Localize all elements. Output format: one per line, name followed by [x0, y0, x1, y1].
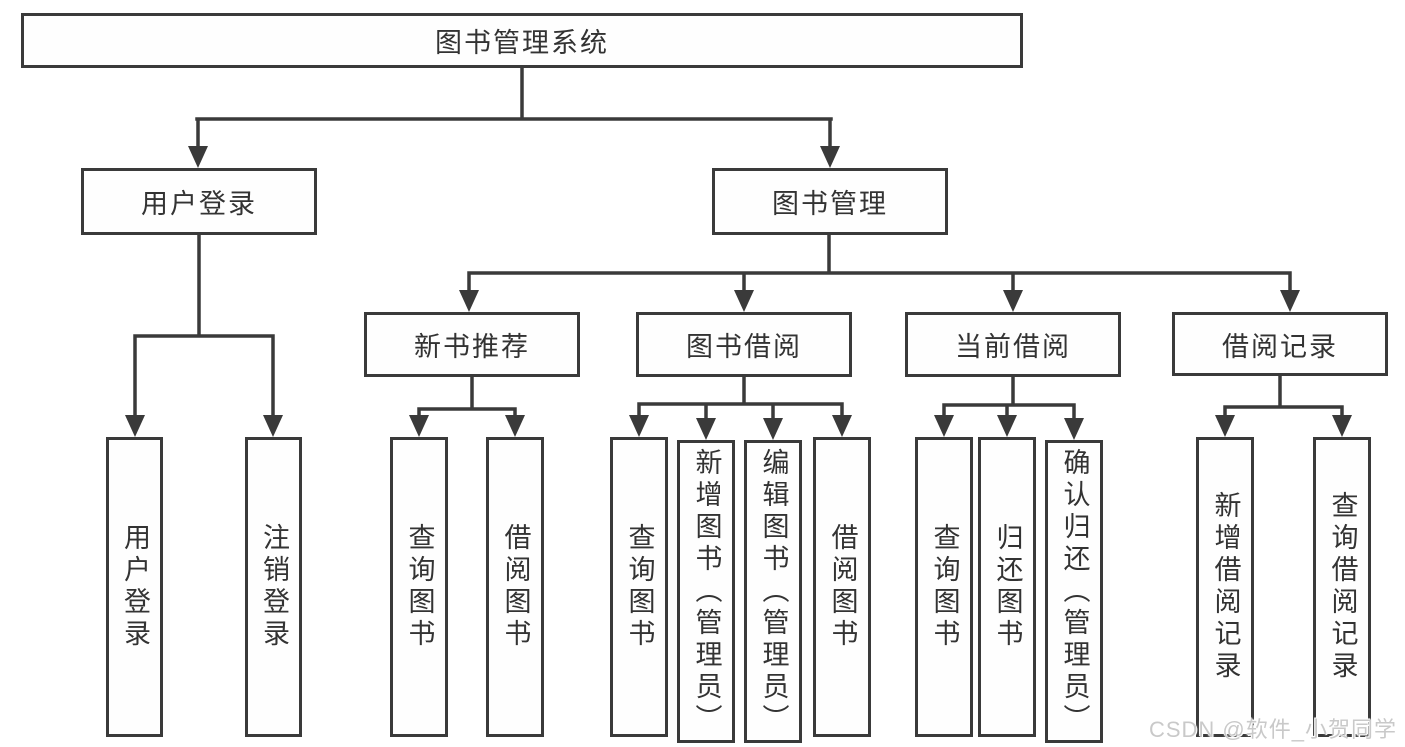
leaf-return-books: 归还图书: [978, 437, 1036, 737]
arrowhead: [505, 415, 525, 437]
leaf-query-books-borrow: 查询图书: [610, 437, 668, 737]
arrowhead: [1064, 418, 1084, 440]
arrowhead: [934, 415, 954, 437]
arrowhead: [629, 415, 649, 437]
connector-current-borrow-to-leaves: [942, 373, 1076, 420]
node-current-borrow: 当前借阅: [905, 312, 1121, 377]
leaf-query-books-current: 查询图书: [915, 437, 973, 737]
leaf-logout: 注销登录: [245, 437, 302, 737]
arrowhead: [1280, 290, 1300, 312]
connector-new-book-to-leaves: [417, 373, 517, 417]
arrowhead: [1215, 415, 1235, 437]
leaf-label: 借阅图书: [500, 523, 531, 651]
arrowhead: [1003, 290, 1023, 312]
leaf-label: 借阅图书: [827, 523, 858, 651]
leaf-borrow-books: 借阅图书: [813, 437, 871, 737]
node-book-borrow: 图书借阅: [636, 312, 852, 377]
connector-user-login-to-leaves: [133, 230, 275, 417]
leaf-label: 查询图书: [624, 523, 655, 651]
leaf-query-borrow-record: 查询借阅记录: [1313, 437, 1371, 737]
leaf-label: 新增借阅记录: [1210, 491, 1241, 683]
node-user-login: 用户登录: [81, 168, 317, 235]
node-book-management: 图书管理: [712, 168, 948, 235]
watermark-text: CSDN @软件_小贺同学: [1148, 717, 1397, 742]
arrowhead: [409, 415, 429, 437]
arrowhead: [125, 415, 145, 437]
leaf-label: 注销登录: [259, 523, 289, 651]
node-borrow-record: 借阅记录: [1172, 312, 1388, 376]
connector-root-to-level2: [195, 63, 833, 150]
leaf-label: 用户登录: [120, 523, 150, 651]
arrowhead: [734, 290, 754, 312]
leaf-confirm-return-admin: 确认归还（管理员）: [1045, 440, 1103, 743]
leaf-borrow-books-recommend: 借阅图书: [486, 437, 544, 737]
connector-book-borrow-to-leaves: [637, 373, 844, 420]
connector-borrow-record-to-leaves: [1223, 372, 1344, 417]
connector-book-management-to-level3: [467, 230, 1292, 294]
leaf-label: 确认归还（管理员）: [1059, 447, 1090, 736]
arrowhead: [820, 146, 840, 168]
arrowhead: [832, 415, 852, 437]
arrowhead: [188, 146, 208, 168]
leaf-add-borrow-record: 新增借阅记录: [1196, 437, 1254, 737]
node-root-system: 图书管理系统: [21, 13, 1023, 68]
leaf-label: 归还图书: [992, 523, 1023, 651]
leaf-edit-books-admin: 编辑图书（管理员）: [744, 440, 802, 743]
leaf-label: 查询借阅记录: [1327, 491, 1358, 683]
leaf-label: 新增图书（管理员）: [691, 447, 722, 736]
arrowhead: [1332, 415, 1352, 437]
arrowhead: [459, 290, 479, 312]
leaf-label: 查询图书: [404, 523, 435, 651]
node-new-book-recommend: 新书推荐: [364, 312, 580, 377]
arrowhead: [263, 415, 283, 437]
leaf-label: 编辑图书（管理员）: [758, 447, 789, 736]
leaf-label: 查询图书: [929, 523, 960, 651]
leaf-add-books-admin: 新增图书（管理员）: [677, 440, 735, 743]
leaf-user-login: 用户登录: [106, 437, 163, 737]
arrowhead: [763, 418, 783, 440]
arrowhead: [997, 415, 1017, 437]
arrowhead: [696, 418, 716, 440]
leaf-query-books-recommend: 查询图书: [390, 437, 448, 737]
